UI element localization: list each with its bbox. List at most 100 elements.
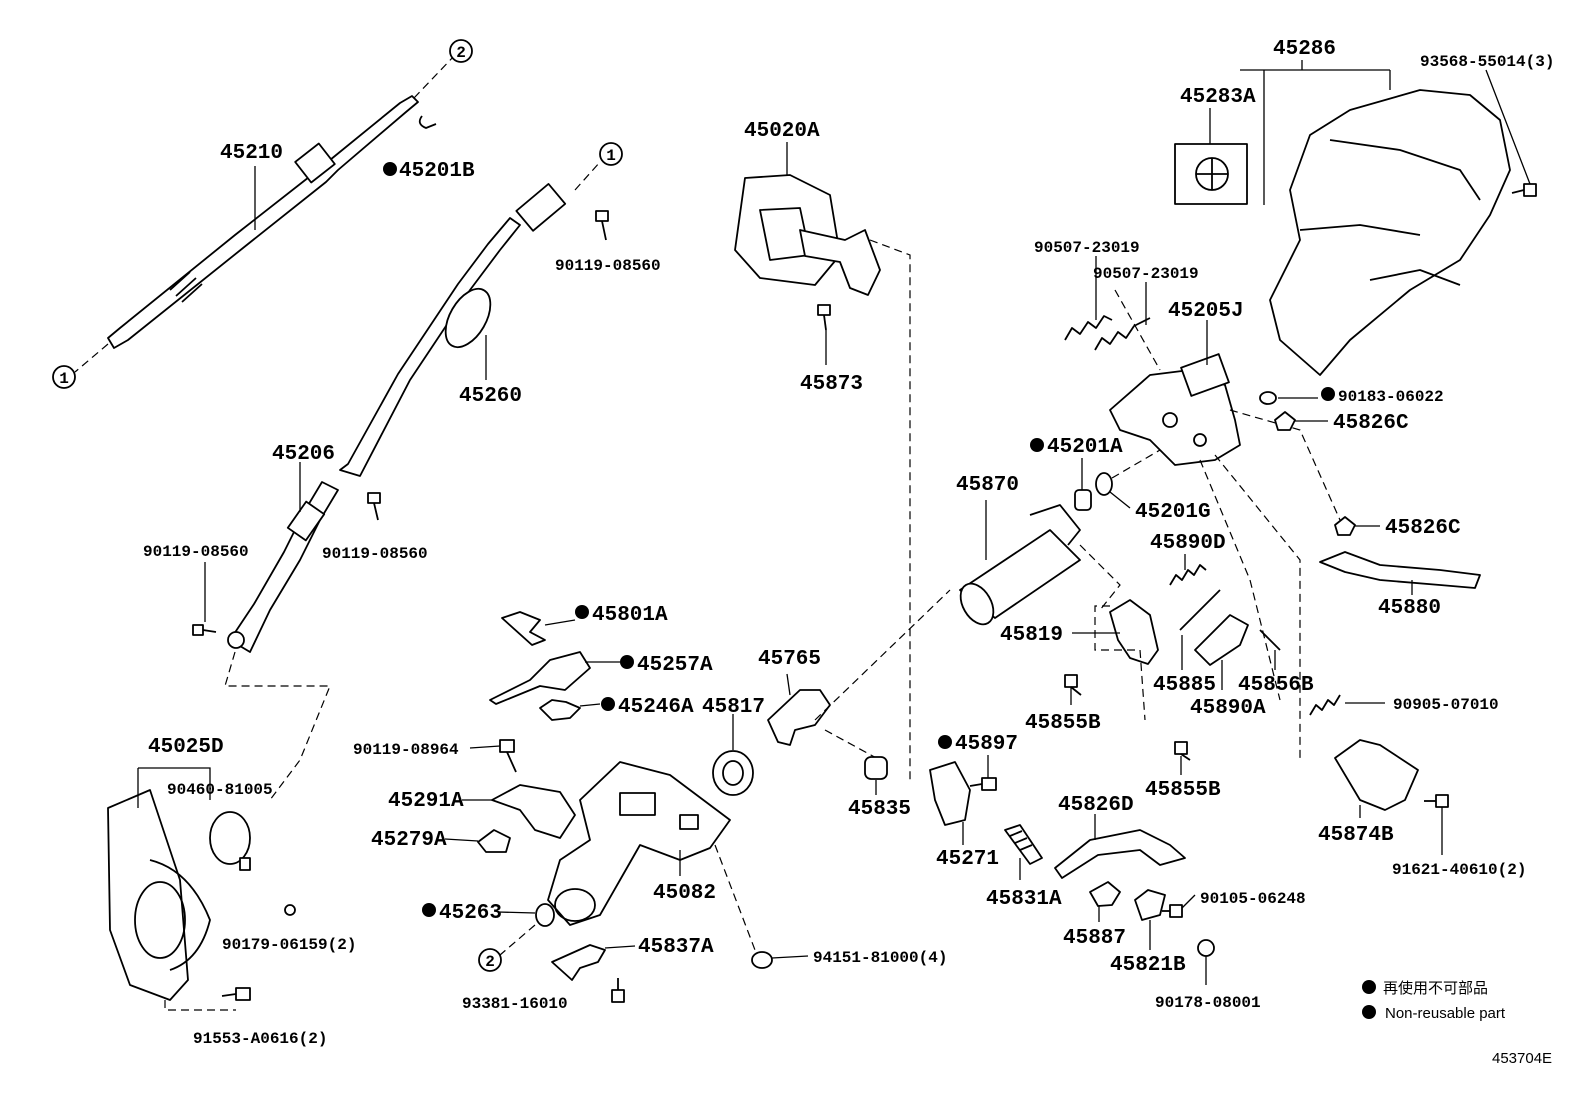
lever-45257A-drawing (489, 651, 591, 705)
part-45271-drawing (929, 761, 971, 826)
nut-icon (1274, 411, 1296, 431)
shaft-45210-drawing (74, 54, 456, 373)
part-45835-drawing (864, 756, 888, 780)
part-45885: 45885 (1153, 674, 1216, 697)
part-45855B-b: 45855B (1145, 779, 1221, 802)
part-45020A: 45020A (744, 120, 820, 143)
part-90183-06022: 90183-06022 (1338, 388, 1444, 406)
part-45283A: 45283A (1180, 86, 1256, 109)
part-45826C-b: 45826C (1385, 517, 1461, 540)
bolt-icon (367, 492, 381, 521)
part-90179-06159: 90179-06159(2) (222, 936, 356, 954)
circle-ref-1-top: 1 (599, 142, 623, 166)
part-45201G-drawing (1095, 472, 1113, 496)
part-90460-81005: 90460-81005 (167, 781, 273, 799)
diagram-code: 453704E (1492, 1050, 1552, 1067)
legend: 再使用不可部品 Non-reusable part (1362, 980, 1506, 1022)
part-45897: 45897 (955, 733, 1018, 756)
bolt-icon (499, 739, 517, 773)
part-91553-A0616: 91553-A0616(2) (193, 1030, 327, 1048)
part-45246A: 45246A (618, 696, 694, 719)
part-45890A-drawing (1194, 614, 1249, 666)
legend-marker-jp (1362, 980, 1376, 994)
non-reusable-marker (938, 735, 952, 749)
part-91621-40610: 91621-40610(2) (1392, 861, 1526, 879)
lever-45819-drawing (1109, 599, 1159, 665)
shaft-45260-drawing (339, 161, 601, 477)
part-90178-08001: 90178-08001 (1155, 994, 1261, 1012)
part-45855B-a: 45855B (1025, 712, 1101, 735)
lock-45020A-drawing (734, 174, 881, 296)
part-45279A: 45279A (371, 829, 447, 852)
part-45826C-a: 45826C (1333, 412, 1409, 435)
part-45279A-drawing (477, 829, 511, 853)
part-45271: 45271 (936, 848, 999, 871)
part-90119-08560-a: 90119-08560 (555, 257, 661, 275)
bracket-45874B-drawing (1334, 739, 1419, 811)
boot-45025D-drawing (107, 789, 251, 1001)
joint-45206-drawing (227, 481, 339, 653)
circle-ref-1-label: 1 (59, 370, 69, 388)
non-reusable-marker (1321, 387, 1335, 401)
part-45257A: 45257A (637, 654, 713, 677)
part-45201A-drawing (1074, 489, 1092, 511)
part-45260: 45260 (459, 385, 522, 408)
part-90905-07010: 90905-07010 (1393, 696, 1499, 714)
part-45870: 45870 (956, 474, 1019, 497)
svg-text:1: 1 (606, 147, 616, 165)
bolt-icon (192, 624, 217, 636)
clip-45765-drawing (767, 689, 831, 746)
part-90119-08560-c: 90119-08560 (143, 543, 249, 561)
circle-ref-1-left: 1 (52, 365, 76, 389)
part-45873: 45873 (800, 373, 863, 396)
non-reusable-marker (1030, 438, 1044, 452)
circle-ref-2-top: 2 (449, 39, 473, 63)
screw-icon (611, 978, 625, 1003)
screw-icon (1162, 904, 1183, 918)
spring-90905-drawing (1309, 694, 1341, 716)
lever-45880-drawing (1319, 551, 1481, 589)
part-45880: 45880 (1378, 597, 1441, 620)
circle-ref-2-label: 2 (456, 44, 466, 62)
svg-text:2: 2 (485, 953, 495, 971)
part-45801A: 45801A (592, 604, 668, 627)
part-94151-81000: 94151-81000(4) (813, 949, 947, 967)
part-90507-23019-a: 90507-23019 (1034, 239, 1140, 257)
gear-45817-drawing (712, 750, 754, 796)
part-45887: 45887 (1063, 927, 1126, 950)
part-45887-drawing (1089, 881, 1121, 907)
part-90105-06248: 90105-06248 (1200, 890, 1306, 908)
part-45246A-drawing (539, 699, 581, 721)
part-45201B: 45201B (399, 160, 475, 183)
part-45890A: 45890A (1190, 697, 1266, 720)
nut-icon (1197, 939, 1215, 957)
non-reusable-marker (601, 697, 615, 711)
spring-90507-drawing (1064, 315, 1151, 351)
non-reusable-marker (620, 655, 634, 669)
clip-45801A-drawing (501, 611, 546, 646)
washer-45263-drawing (535, 903, 555, 927)
part-45765: 45765 (758, 648, 821, 671)
non-reusable-marker (383, 162, 397, 176)
part-45817: 45817 (702, 696, 765, 719)
washer-icon (1259, 391, 1277, 405)
part-45821B-drawing (1134, 889, 1166, 921)
part-90119-08560-b: 90119-08560 (322, 545, 428, 563)
part-45291A: 45291A (388, 790, 464, 813)
non-reusable-marker (575, 605, 589, 619)
part-45205J: 45205J (1168, 300, 1244, 323)
circle-ref-2-bottom: 2 (478, 948, 502, 972)
bracket-45837A-drawing (551, 944, 606, 981)
part-45890D: 45890D (1150, 532, 1226, 555)
nut-icon (751, 951, 773, 969)
part-45201A: 45201A (1047, 436, 1123, 459)
part-45835: 45835 (848, 798, 911, 821)
housing-45870-drawing (959, 504, 1081, 626)
bolt-icon (1174, 741, 1191, 761)
plate-45291A-drawing (491, 784, 576, 839)
legend-marker-en (1362, 1005, 1376, 1019)
part-93568-55014: 93568-55014(3) (1420, 53, 1554, 71)
lever-45826D-drawing (1054, 829, 1186, 879)
switch-bezel-45283A-drawing (1174, 143, 1248, 205)
part-45210: 45210 (220, 142, 283, 165)
